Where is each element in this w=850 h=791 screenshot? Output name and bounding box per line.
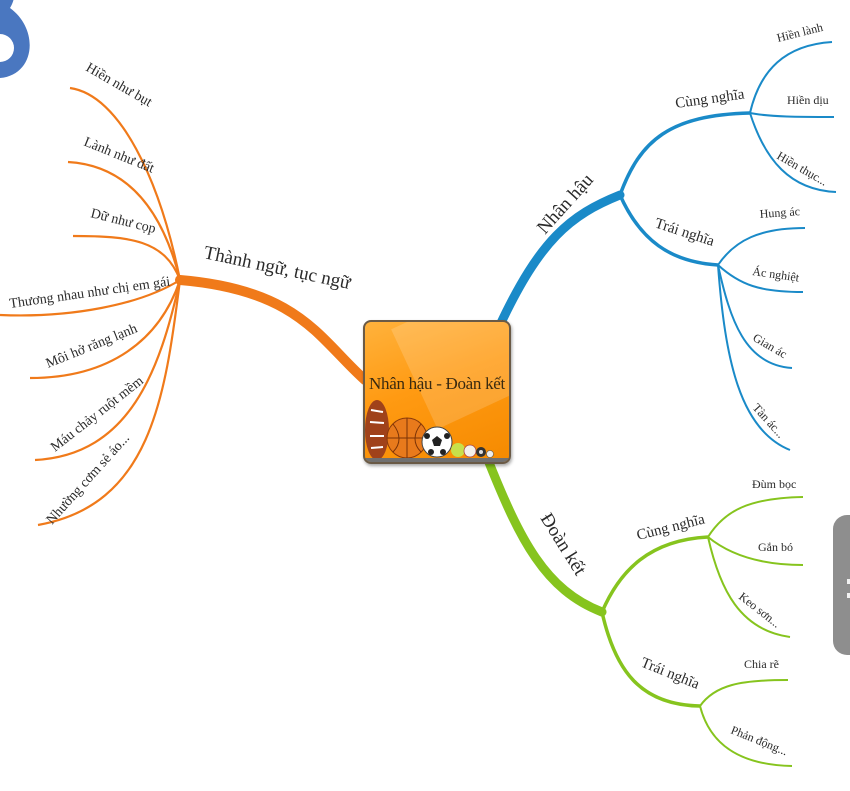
leaf-hien-lanh: Hiền lành [775, 20, 824, 45]
sports-balls-icon [365, 400, 509, 462]
leaf-line [699, 679, 789, 707]
leaf-line [29, 279, 182, 380]
sub-nhan-hau-trai-nghia: Trái nghĩa [653, 216, 717, 250]
leaf-gan-bo: Gắn bó [758, 540, 793, 554]
leaf-hien-diu: Hiền dịu [787, 93, 829, 107]
leaf-hung-ac: Hung ác [759, 204, 800, 221]
leaf-thuong-nhau: Thương nhau như chị em gái [8, 275, 171, 312]
leaf-line [717, 264, 793, 369]
leaf-du-nhu-cop: Dữ như cọp [89, 206, 157, 237]
leaf-gian-ac: Gian ác [751, 330, 790, 361]
left-leaves [0, 86, 182, 527]
leaf-line [749, 112, 837, 193]
leaf-line [72, 234, 182, 281]
sub-nhan-hau-cung-nghia: Cùng nghĩa [674, 86, 745, 112]
leaf-line [749, 112, 835, 118]
leaf-line [699, 705, 793, 767]
menu-icon [847, 579, 850, 584]
leaf-line [34, 279, 182, 462]
leaf-ac-nghiet: Ác nghiệt [752, 264, 801, 284]
leaf-line [0, 279, 181, 317]
football-icon [365, 400, 389, 460]
leaf-line [717, 264, 804, 293]
baseball-icon [463, 444, 477, 458]
sub-line [600, 611, 701, 708]
tennis-ball-icon [451, 443, 465, 457]
central-topic[interactable]: Nhân hậu - Đoàn kết [363, 320, 511, 464]
leaf-dum-boc: Đùm bọc [752, 477, 796, 491]
leaf-moi-ho-rang-lanh: Môi hở răng lạnh [44, 321, 140, 371]
leaf-line [707, 496, 804, 538]
branch-nhan-hau-main [495, 190, 625, 330]
floating-side-button[interactable] [833, 515, 850, 655]
partial-logo-icon [0, 0, 30, 78]
sub-line [618, 194, 719, 267]
branch-doan-ket-main [483, 455, 607, 617]
central-topic-title: Nhân hậu - Đoàn kết [369, 374, 505, 393]
leaf-hien-nhu-but: Hiền như bụt [83, 60, 154, 110]
leaf-mau-chay-ruot-mem: Máu chảy ruột mềm [48, 374, 146, 456]
branch-left-main [175, 275, 370, 385]
leaf-line [37, 279, 182, 527]
sub-line [600, 535, 709, 613]
leaf-hien-thuc: Hiền thục... [775, 148, 830, 188]
leaf-chia-re: Chia rẽ [744, 657, 779, 671]
leaf-lanh-nhu-dat: Lành như đất [82, 135, 157, 177]
leaf-line [69, 86, 182, 281]
sub-line [618, 111, 751, 196]
small-ball-icon [486, 450, 494, 458]
leaf-line [717, 227, 806, 266]
leaf-line [707, 536, 804, 566]
leaf-phan-dong: Phản động... [729, 723, 790, 758]
leaf-line [717, 264, 791, 451]
leaf-line [749, 41, 833, 114]
sub-doan-ket-trai-nghia: Trái nghĩa [639, 655, 702, 693]
leaf-line [707, 536, 791, 638]
leaf-keo-son: Keo sơn... [736, 589, 783, 630]
menu-icon-bar [847, 593, 850, 598]
leaf-line [67, 160, 182, 281]
